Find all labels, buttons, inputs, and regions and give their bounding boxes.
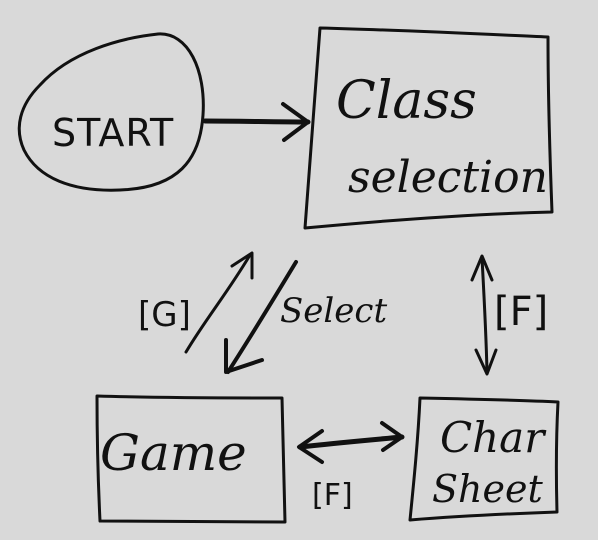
class-char-sheet-label: [F]: [494, 289, 548, 335]
arrow-game-to-class: [G]: [138, 251, 254, 354]
game-label: Game: [100, 424, 247, 482]
game-node: Game: [95, 394, 287, 524]
class-selection-label-line1: Class: [336, 71, 477, 131]
class-selection-node: Class selection: [303, 26, 554, 230]
arrow-class-to-game: Select: [224, 260, 387, 374]
arrow-game-char-sheet: [F]: [297, 421, 405, 513]
arrow-start-to-class: [202, 102, 311, 142]
char-sheet-label-line2: Sheet: [432, 467, 543, 511]
char-sheet-label-line1: Char: [440, 413, 547, 462]
class-selection-label-line2: selection: [348, 152, 548, 203]
game-char-sheet-label: [F]: [312, 478, 353, 513]
class-to-game-label: Select: [280, 291, 387, 331]
start-shape: [17, 32, 205, 192]
char-sheet-node: Char Sheet: [408, 396, 560, 522]
game-to-class-label: [G]: [138, 295, 191, 335]
start-node: START: [17, 32, 205, 192]
arrow-class-char-sheet: [F]: [470, 254, 548, 376]
game-box: [95, 394, 287, 524]
char-sheet-box: [408, 396, 560, 522]
class-selection-box: [303, 26, 554, 230]
start-label: START: [52, 111, 174, 155]
